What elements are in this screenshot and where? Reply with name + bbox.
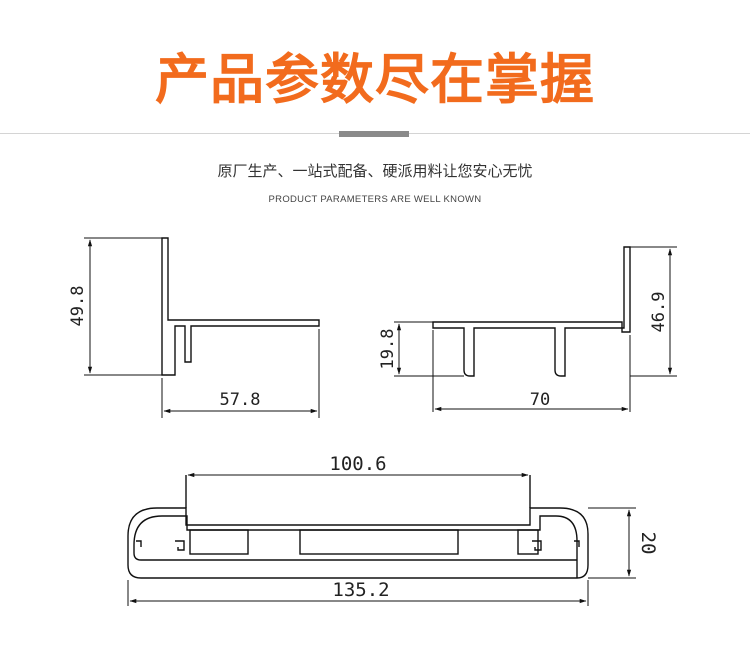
bottom-profile-drawing: [127, 472, 636, 606]
bottom-profile-outline: [127, 507, 589, 579]
bottom-left-hook: [136, 540, 142, 547]
right-width-label: 70: [530, 390, 550, 410]
right-outer-height-label: 46.9: [649, 292, 669, 333]
bottom-left-clip: [175, 540, 185, 551]
bottom-right-clip: [532, 540, 542, 551]
bottom-slot-right: [517, 529, 539, 555]
subtitle-chinese: 原厂生产、一站式配备、硬派用料让您安心无忧: [217, 162, 533, 180]
left-profile-outline: [161, 237, 320, 376]
left-width-label: 57.8: [220, 390, 261, 410]
right-inner-height-label: 19.8: [378, 329, 398, 370]
bottom-slot-center: [299, 529, 459, 555]
left-height-label: 49.8: [68, 286, 88, 327]
subtitle-english: PRODUCT PARAMETERS ARE WELL KNOWN: [268, 194, 482, 205]
bottom-overall-width-label: 135.2: [332, 579, 389, 601]
bottom-height-label: 20: [637, 532, 659, 555]
right-profile-outline: [432, 246, 631, 377]
bottom-slot-left: [189, 529, 249, 555]
left-profile-drawing: [84, 237, 320, 418]
page-title: 产品参数尽在掌握: [155, 48, 595, 111]
bottom-inner-width-label: 100.6: [329, 453, 386, 475]
bottom-right-hook: [574, 540, 580, 547]
right-profile-drawing: [394, 246, 677, 412]
divider-accent-bar: [339, 131, 409, 137]
